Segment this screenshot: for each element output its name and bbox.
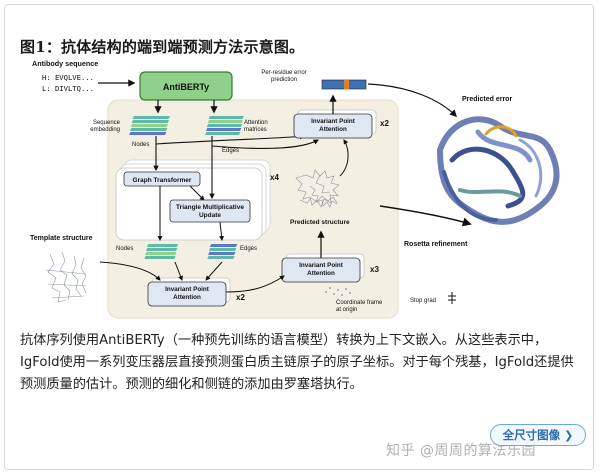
coordinate-frame-dots — [325, 287, 351, 296]
sequence-l: L: DIVLTQ... — [42, 84, 94, 93]
template-to-ipa-bottom — [99, 261, 161, 281]
graph-transformer-box — [123, 171, 201, 187]
predicted-error-label: Predicted error — [462, 96, 512, 103]
ipa-mid-line-2: Attention — [307, 270, 335, 277]
attention-matrices-line-1: Attention — [244, 120, 268, 126]
ipa-bottom-line-2: Attention — [173, 294, 201, 301]
x2-top-label: x2 — [380, 119, 389, 128]
triangle-update-box — [169, 199, 251, 223]
attention-stack — [205, 116, 244, 135]
antiberty-label: AntiBERTy — [163, 82, 209, 92]
ipa-top-line-1: Invariant Point — [311, 118, 356, 125]
coordinate-frame-line-2: at origin — [336, 307, 357, 313]
ipa-bottom-box — [147, 281, 227, 307]
ipa-bottom-to-mid — [225, 275, 285, 293]
ipa-bottom-line-1: Invariant Point — [165, 286, 210, 293]
embedding-stack — [129, 116, 170, 135]
sequence-h: H: EVQLVE... — [42, 73, 94, 82]
sequence-embedding-line-2: embedding — [90, 127, 120, 133]
edges-to-ipa-bottom — [205, 261, 223, 281]
gt-to-tmu — [189, 185, 205, 201]
figure-title: 图1：抗体结构的端到端预测方法示意图。 — [20, 38, 305, 56]
stop-grad-icon — [448, 292, 456, 304]
nodes-label: Nodes — [132, 142, 149, 148]
error-to-protein — [367, 83, 458, 118]
nodes-bottom-stack — [144, 244, 179, 259]
rosetta-arrow — [379, 205, 472, 227]
triangle-update-line-1: Triangle Multiplicative — [176, 204, 244, 211]
protein-ribbon — [437, 116, 560, 225]
template-structure-label: Template structure — [30, 235, 93, 242]
ipa-mid-line-1: Invariant Point — [299, 262, 344, 269]
edges-bottom-stack — [207, 244, 238, 259]
antibody-sequence-label: Antibody sequence — [32, 59, 98, 68]
predicted-structure-label: Predicted structure — [290, 219, 350, 226]
predicted-structure-drawing — [295, 169, 340, 208]
rosetta-refinement-label: Rosetta refinement — [404, 241, 468, 248]
x3-label: x3 — [370, 265, 379, 274]
nodes-bottom-label: Nodes — [116, 246, 133, 252]
per-residue-error-line-1: Per-residue error — [261, 70, 306, 76]
igfold-diagram: Antibody sequence H: EVQLVE... L: DIVLTQ… — [30, 59, 560, 319]
antiberty-box — [139, 71, 233, 101]
edges-to-ipa-top — [211, 139, 319, 150]
sequence-embedding-line-1: Sequence — [93, 120, 121, 126]
edges-bottom-label: Edges — [240, 246, 257, 252]
chevron-right-icon: ❯ — [564, 428, 574, 442]
template-structure-drawing — [45, 251, 87, 303]
ipa-top-line-2: Attention — [319, 126, 347, 133]
nodes-to-ipa-bottom — [174, 261, 183, 281]
tmu-to-edges-bottom — [219, 221, 225, 241]
coordinate-frame-line-1: Coordinate frame — [336, 300, 383, 306]
zhihu-watermark: 知乎 @周周的算法乐园 — [386, 443, 536, 459]
structure-to-ipa-top — [339, 139, 349, 177]
stop-grad-label: Stop grad — [410, 298, 436, 304]
graph-transformer-label: Graph Transformer — [133, 177, 192, 184]
edges-label: Edges — [222, 148, 239, 154]
full-size-image-button[interactable]: 全尺寸图像 ❯ — [490, 424, 586, 446]
per-residue-error-line-2: prediction — [271, 77, 297, 83]
attention-matrices-line-2: matrices — [244, 127, 267, 133]
error-bar-accent — [344, 80, 349, 89]
x2-bottom-label: x2 — [236, 293, 245, 302]
figure-caption: 抗体序列使用AntiBERTy（一种预先训练的语言模型）转换为上下文嵌入。从这些… — [20, 333, 574, 392]
x4-label: x4 — [270, 173, 279, 182]
full-size-image-label: 全尺寸图像 — [502, 428, 561, 442]
triangle-update-line-2: Update — [199, 212, 221, 219]
